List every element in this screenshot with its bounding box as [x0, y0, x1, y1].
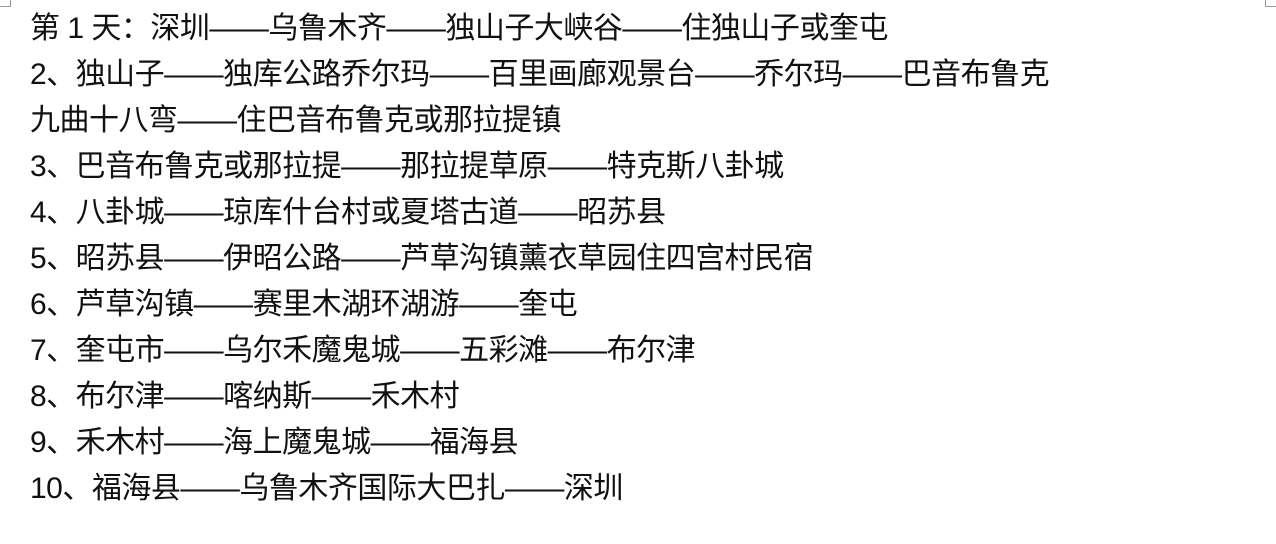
itinerary-line-day6: 6、芦草沟镇——赛里木湖环湖游——奎屯	[30, 288, 578, 321]
itinerary-document: 第 1 天：深圳——乌鲁木齐——独山子大峡谷——住独山子或奎屯 2、独山子——独…	[30, 6, 1270, 512]
margin-mark-right	[1265, 0, 1276, 7]
itinerary-line-day3: 3、巴音布鲁克或那拉提——那拉提草原——特克斯八卦城	[30, 150, 784, 183]
itinerary-line-day9: 9、禾木村——海上魔鬼城——福海县	[30, 426, 519, 459]
itinerary-line-day8: 8、布尔津——喀纳斯——禾木村	[30, 380, 460, 413]
itinerary-line-day2: 2、独山子——独库公路乔尔玛——百里画廊观景台——乔尔玛——巴音布鲁克	[30, 58, 1050, 91]
itinerary-line-day1: 第 1 天：深圳——乌鲁木齐——独山子大峡谷——住独山子或奎屯	[30, 12, 888, 45]
itinerary-line-day5: 5、昭苏县——伊昭公路——芦草沟镇薰衣草园住四宫村民宿	[30, 242, 814, 275]
itinerary-line-day2-cont: 九曲十八弯——住巴音布鲁克或那拉提镇	[30, 104, 562, 137]
itinerary-line-day10: 10、福海县——乌鲁木齐国际大巴扎——深圳	[30, 472, 623, 505]
margin-mark-left	[0, 0, 11, 7]
itinerary-line-day4: 4、八卦城——琼库什台村或夏塔古道——昭苏县	[30, 196, 666, 229]
itinerary-line-day7: 7、奎屯市——乌尔禾魔鬼城——五彩滩——布尔津	[30, 334, 696, 367]
